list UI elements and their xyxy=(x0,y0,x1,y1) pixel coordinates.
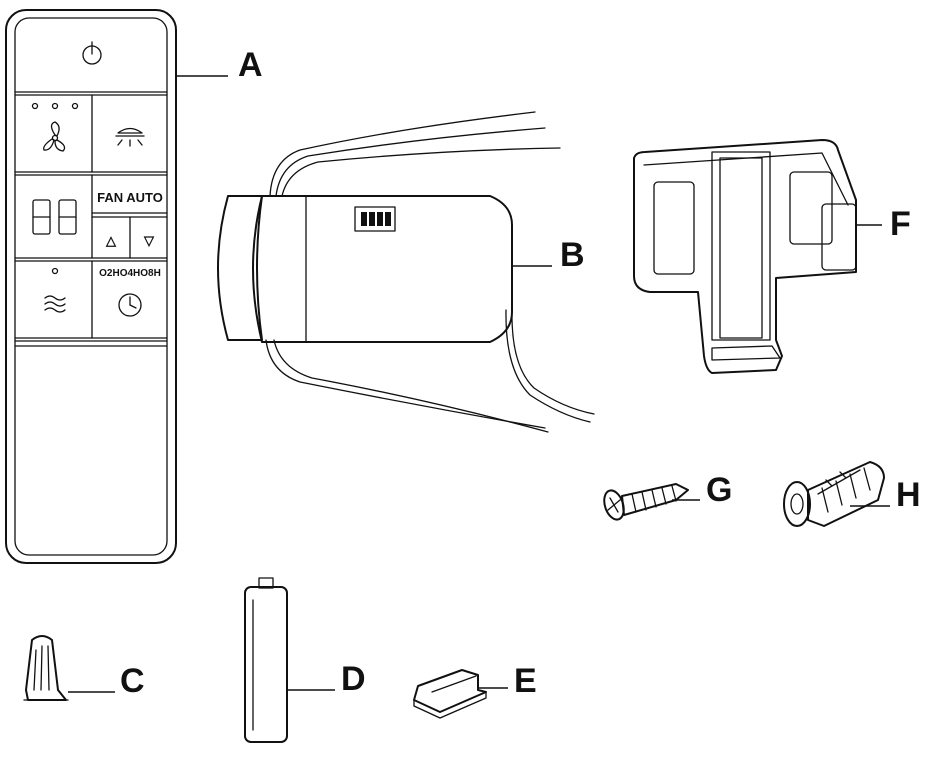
remote-outer-body xyxy=(5,9,177,564)
wall-anchor xyxy=(783,461,885,527)
receiver-unit xyxy=(217,111,595,433)
battery xyxy=(244,577,288,743)
fan-icon[interactable] xyxy=(43,121,66,152)
fan-auto-button[interactable]: FAN AUTO xyxy=(97,190,163,205)
breeze-indicator-dot xyxy=(51,267,59,275)
wire-nut-body xyxy=(25,635,67,701)
wall-bracket xyxy=(633,139,857,374)
label-A: A xyxy=(238,46,263,84)
remote-inner-panel xyxy=(14,17,168,556)
label-F: F xyxy=(890,205,911,243)
label-G: G xyxy=(706,471,732,509)
timer-options-label: O2HO4HO8H xyxy=(99,268,161,279)
adhesive-pad-outline xyxy=(413,669,487,713)
adhesive-pad xyxy=(413,669,487,719)
power-icon[interactable] xyxy=(82,41,102,65)
wire-nut xyxy=(23,635,69,701)
battery-body xyxy=(244,586,288,743)
speed-indicator-dots xyxy=(31,102,79,110)
label-H: H xyxy=(896,476,921,514)
down-arrow-button[interactable]: ▽ xyxy=(143,233,155,248)
label-E: E xyxy=(514,662,537,700)
receiver-end-cap xyxy=(217,195,263,341)
receiver-body xyxy=(252,195,513,343)
remote-control: FAN AUTO △ ▽ O2HO4HO8H xyxy=(5,9,177,564)
anchor-flange xyxy=(783,481,811,527)
anchor-body xyxy=(807,461,885,527)
breeze-icon[interactable] xyxy=(44,295,66,313)
label-D: D xyxy=(341,660,366,698)
digit-display xyxy=(32,199,77,235)
up-arrow-button[interactable]: △ xyxy=(105,233,117,248)
clock-icon[interactable] xyxy=(118,293,142,317)
label-B: B xyxy=(560,236,585,274)
light-icon[interactable] xyxy=(115,127,145,147)
screw-thread xyxy=(621,483,689,516)
screw xyxy=(603,483,689,521)
label-C: C xyxy=(120,662,145,700)
bracket-outline xyxy=(633,139,857,374)
dip-switch[interactable] xyxy=(354,206,396,232)
